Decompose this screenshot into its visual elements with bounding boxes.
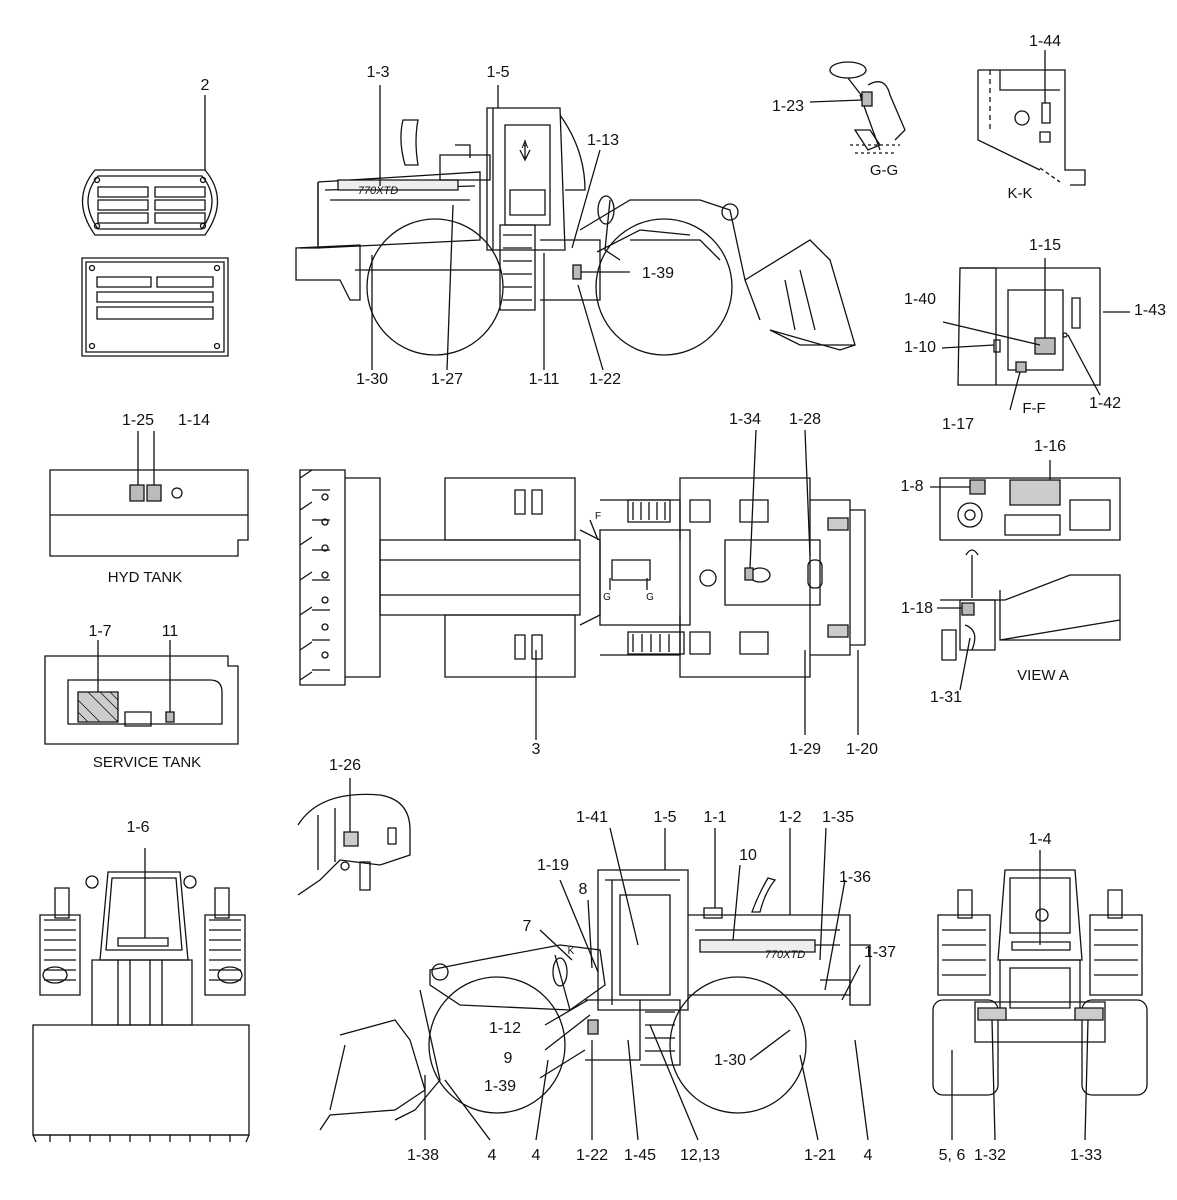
model-decal-bottom: 770XTD [764, 949, 806, 961]
side-view-lower [320, 828, 870, 1140]
callout-7: 7 [522, 918, 532, 935]
section-k-marker: K [567, 946, 575, 957]
callout-1-21: 1-21 [803, 1147, 837, 1164]
callout-1-4: 1-4 [1028, 831, 1052, 848]
caption-service-tank: SERVICE TANK [92, 754, 202, 771]
caption-k-k: K-K [1007, 185, 1033, 202]
callout-5-6: 5, 6 [938, 1147, 966, 1164]
callout-1-5-bottom: 1-5 [653, 809, 677, 826]
callout-1-22-bottom: 1-22 [575, 1147, 609, 1164]
callout-1-3: 1-3 [366, 64, 390, 81]
callout-1-37: 1-37 [863, 944, 897, 961]
callout-1-43: 1-43 [1133, 302, 1167, 319]
callout-4-b: 4 [531, 1147, 541, 1164]
callout-1-12: 1-12 [488, 1020, 522, 1037]
callout-1-45: 1-45 [623, 1147, 657, 1164]
callout-1-18: 1-18 [900, 600, 934, 617]
caption-hyd-tank: HYD TANK [107, 569, 183, 586]
caption-f-f: F-F [1022, 400, 1046, 417]
rear-view-loader [933, 850, 1147, 1140]
section-g-right-marker: G [646, 592, 654, 603]
callout-1-16: 1-16 [1033, 438, 1067, 455]
model-decal-top: 770XTD [357, 185, 399, 197]
callout-1-14: 1-14 [177, 412, 211, 429]
callout-1-28: 1-28 [788, 411, 822, 428]
callout-1-40: 1-40 [903, 291, 937, 308]
side-view-upper [296, 85, 855, 370]
view-a [937, 550, 1120, 690]
callout-1-23: 1-23 [771, 98, 805, 115]
callout-1-17: 1-17 [941, 416, 975, 433]
section-k-k [978, 50, 1085, 185]
section-g-left-marker: G [603, 592, 611, 603]
front-view-loader [33, 848, 249, 1142]
callout-12-13: 12,13 [679, 1147, 721, 1164]
caption-g-g: G-G [869, 162, 899, 179]
callout-1-31: 1-31 [929, 689, 963, 706]
callout-1-39-top: 1-39 [641, 265, 675, 282]
callout-1-32: 1-32 [973, 1147, 1007, 1164]
hyd-tank-view [50, 431, 248, 556]
callout-1-33: 1-33 [1069, 1147, 1103, 1164]
callout-1-7: 1-7 [88, 623, 112, 640]
callout-1-35: 1-35 [821, 809, 855, 826]
callout-1-38: 1-38 [406, 1147, 440, 1164]
callout-1-44: 1-44 [1028, 33, 1062, 50]
detail-1-26 [298, 778, 410, 895]
callout-1-1: 1-1 [703, 809, 727, 826]
callout-1-42: 1-42 [1088, 395, 1122, 412]
caption-view-a: VIEW A [1017, 667, 1069, 684]
callout-1-30-bottom: 1-30 [713, 1052, 747, 1069]
section-g-g [810, 62, 905, 153]
callout-1-41: 1-41 [575, 809, 609, 826]
callout-1-2: 1-2 [778, 809, 802, 826]
callout-1-36: 1-36 [838, 869, 872, 886]
view-a-marker: A [521, 140, 529, 151]
section-f-marker: F [594, 511, 602, 522]
callout-1-6: 1-6 [126, 819, 150, 836]
callout-2: 2 [200, 77, 210, 94]
callout-1-5-top: 1-5 [486, 64, 510, 81]
callout-1-11: 1-11 [528, 371, 560, 388]
callout-3: 3 [531, 741, 541, 758]
callout-1-27: 1-27 [430, 371, 464, 388]
callout-1-29: 1-29 [788, 741, 822, 758]
callout-4-c: 4 [863, 1147, 873, 1164]
callout-10: 10 [739, 847, 757, 864]
rect-nameplate [82, 258, 228, 356]
callout-1-30-top: 1-30 [355, 371, 389, 388]
section-f-f [942, 258, 1130, 410]
panel-view-1-16 [930, 460, 1120, 540]
oval-nameplate [83, 95, 218, 235]
callout-1-15: 1-15 [1028, 237, 1062, 254]
callout-1-34: 1-34 [728, 411, 762, 428]
callout-1-20: 1-20 [845, 741, 879, 758]
callout-1-19: 1-19 [536, 857, 570, 874]
plan-view [300, 430, 865, 740]
callout-8: 8 [578, 881, 588, 898]
callout-1-26: 1-26 [328, 757, 362, 774]
callout-1-13-top: 1-13 [586, 132, 620, 149]
callout-4-a: 4 [487, 1147, 497, 1164]
callout-1-10: 1-10 [903, 339, 937, 356]
callout-1-22-top: 1-22 [588, 371, 622, 388]
callout-9: 9 [503, 1050, 513, 1067]
service-tank-view [45, 640, 238, 744]
callout-11: 11 [161, 623, 179, 640]
callout-1-39-bottom: 1-39 [483, 1078, 517, 1095]
callout-1-8: 1-8 [900, 478, 924, 495]
callout-1-25: 1-25 [121, 412, 155, 429]
